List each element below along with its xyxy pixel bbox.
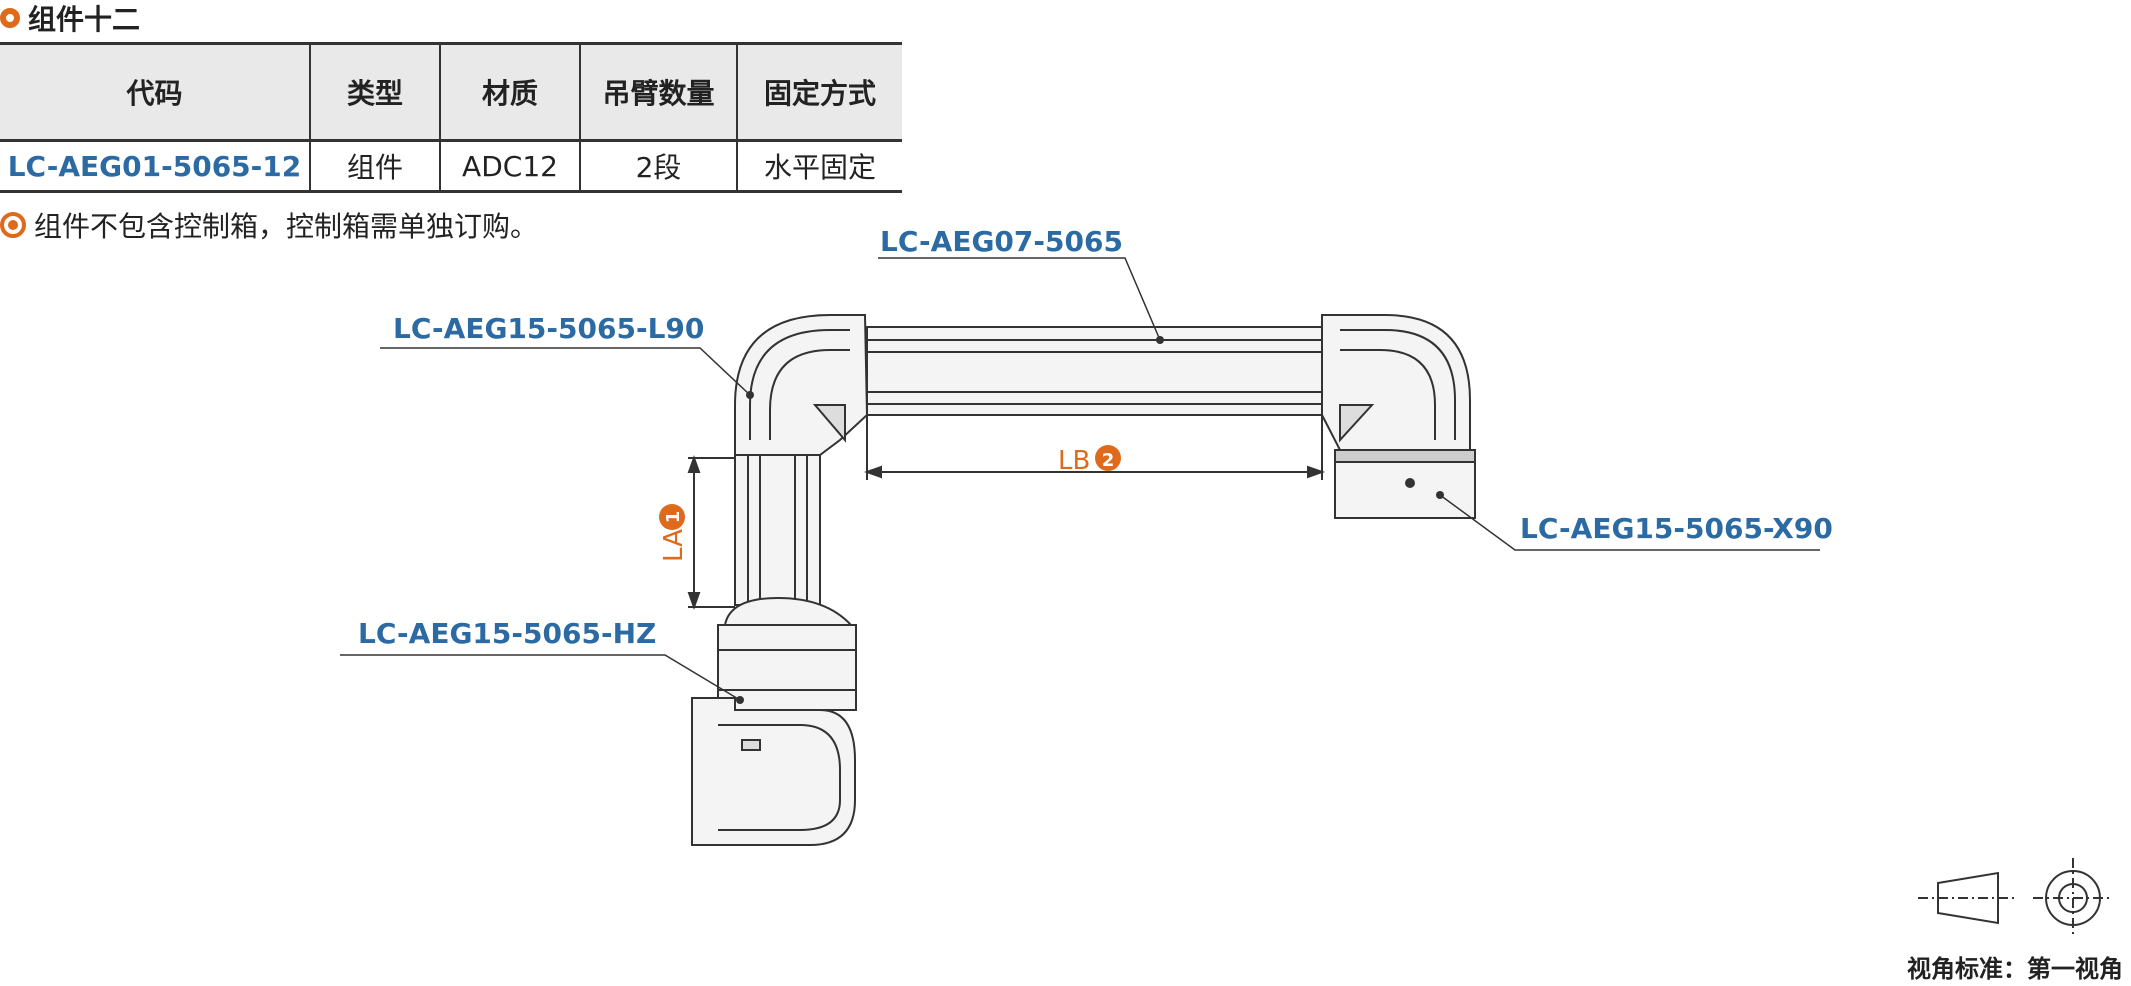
spec-table: 代码 类型 材质 吊臂数量 固定方式 LC-AEG01-5065-12 组件 A… (0, 42, 902, 193)
leader-l90 (380, 347, 751, 396)
ring-bullet-icon (0, 8, 20, 28)
first-angle-projection-icon (1918, 858, 2113, 938)
note-text: 组件不包含控制箱，控制箱需单独订购。 (34, 210, 539, 243)
leader-arm (878, 257, 1161, 341)
target-bullet-icon (0, 212, 26, 238)
cell-mount: 水平固定 (737, 140, 902, 193)
elbow-l90-part (734, 314, 869, 456)
table-header-row: 代码 类型 材质 吊臂数量 固定方式 (0, 42, 902, 142)
callout-elbow-l90: LC-AEG15-5065-L90 (393, 312, 705, 345)
col-header-code: 代码 (0, 42, 311, 142)
callout-arm: LC-AEG07-5065 (880, 225, 1123, 258)
view-standard-label: 视角标准：第一视角 (1907, 955, 2123, 983)
callout-joint-x90: LC-AEG15-5065-X90 (1520, 512, 1833, 545)
lb-badge-number: 2 (1102, 450, 1115, 471)
vertical-arm-part (734, 454, 821, 606)
leader-hz (340, 654, 741, 701)
cell-arm-count: 2段 (580, 140, 738, 193)
cell-type: 组件 (310, 140, 441, 193)
la-badge-icon (659, 504, 685, 530)
col-header-mount: 固定方式 (737, 42, 902, 142)
col-header-type: 类型 (310, 42, 441, 142)
la-badge-number: 1 (663, 511, 684, 524)
col-header-material: 材质 (440, 42, 581, 142)
col-header-arm-count: 吊臂数量 (580, 42, 738, 142)
lb-label: LB (1058, 446, 1090, 476)
section-header: 组件十二 (0, 0, 140, 36)
base-bracket-part (691, 697, 856, 846)
cell-material: ADC12 (440, 140, 581, 193)
leader-x90 (1439, 494, 1820, 551)
joint-hz-part (717, 624, 857, 711)
note: 组件不包含控制箱，控制箱需单独订购。 (0, 205, 538, 245)
lb-badge-icon (1095, 445, 1121, 471)
section-title: 组件十二 (28, 3, 141, 36)
la-label: LA (659, 529, 689, 562)
callout-joint-hz: LC-AEG15-5065-HZ (358, 617, 657, 650)
table-row: LC-AEG01-5065-12 组件 ADC12 2段 水平固定 (0, 140, 902, 193)
cell-code: LC-AEG01-5065-12 (0, 140, 311, 193)
